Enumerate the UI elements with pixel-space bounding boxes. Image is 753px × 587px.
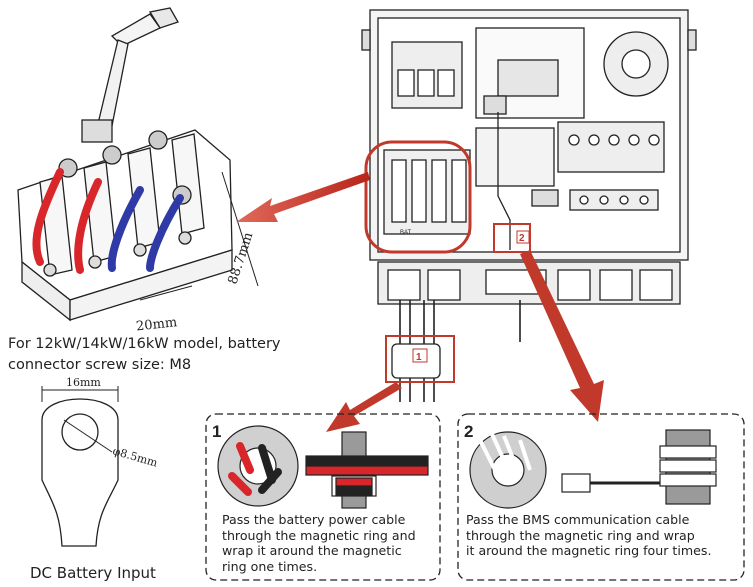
panel-1-number: 1: [212, 422, 222, 441]
red-cable-2: [74, 178, 102, 274]
ferrite-ring-icon-1: [217, 425, 299, 507]
battery-screw-note: For 12kW/14kW/16kW model, battery connec…: [8, 334, 308, 376]
panel-1-line: through the magnetic ring and: [222, 527, 416, 543]
marker-1-label: 1: [416, 352, 422, 363]
battery-cables: [32, 168, 184, 274]
panel-1-frame: [205, 413, 441, 581]
bat-label: BAT: [400, 230, 412, 236]
panel-2-line: through the magnetic ring and wrap: [466, 527, 695, 543]
highlight-unit-battery-terminals: [364, 140, 472, 254]
blue-cable-1: [107, 186, 144, 272]
ac-terminals: [557, 121, 665, 173]
battery-terminal-block: [17, 7, 233, 322]
panel-2-frame: [457, 413, 745, 581]
panel-1-line: wrap it around the magnetic: [222, 543, 402, 558]
arrow-to-panel-2: [520, 250, 604, 422]
cable-through-ring-1: [305, 431, 429, 509]
inverter-unit: [361, 9, 697, 305]
marker-box-2: [493, 223, 531, 253]
dimension-lines-block: [139, 171, 259, 301]
red-cable-1: [32, 168, 64, 266]
lug-width-label: 16mm: [66, 376, 101, 389]
panel-2-instructions: Pass the BMS communication cable through…: [466, 512, 741, 559]
arrow-to-block: [236, 172, 370, 222]
ring-lug-drawing: [41, 386, 119, 547]
dc-battery-input-title: DC Battery Input: [30, 564, 156, 582]
panel-2-number: 2: [464, 422, 474, 441]
dimension-spacing-label: 20mm: [135, 315, 178, 334]
bms-connector-icon: [561, 429, 717, 505]
marker-2-label: 2: [519, 233, 525, 244]
wrench-icon: [81, 7, 179, 143]
blue-cable-2: [146, 194, 184, 272]
panel-2-line: it around the magnetic ring four times.: [466, 543, 712, 558]
ferrite-ring-icon-2: [469, 431, 547, 509]
panel-1-line: ring one times.: [222, 558, 318, 574]
panel-1-line: Pass the battery power cable: [222, 512, 406, 527]
panel-1-instructions: Pass the battery power cable through the…: [222, 512, 434, 574]
marker-box-1: [385, 335, 455, 383]
note-line-1: For 12kW/14kW/16kW model, battery: [8, 336, 281, 352]
note-line-2: connector screw size: M8: [8, 357, 192, 373]
arrow-to-panel-1: [326, 382, 402, 432]
panel-2-line: Pass the BMS communication cable: [466, 512, 690, 527]
